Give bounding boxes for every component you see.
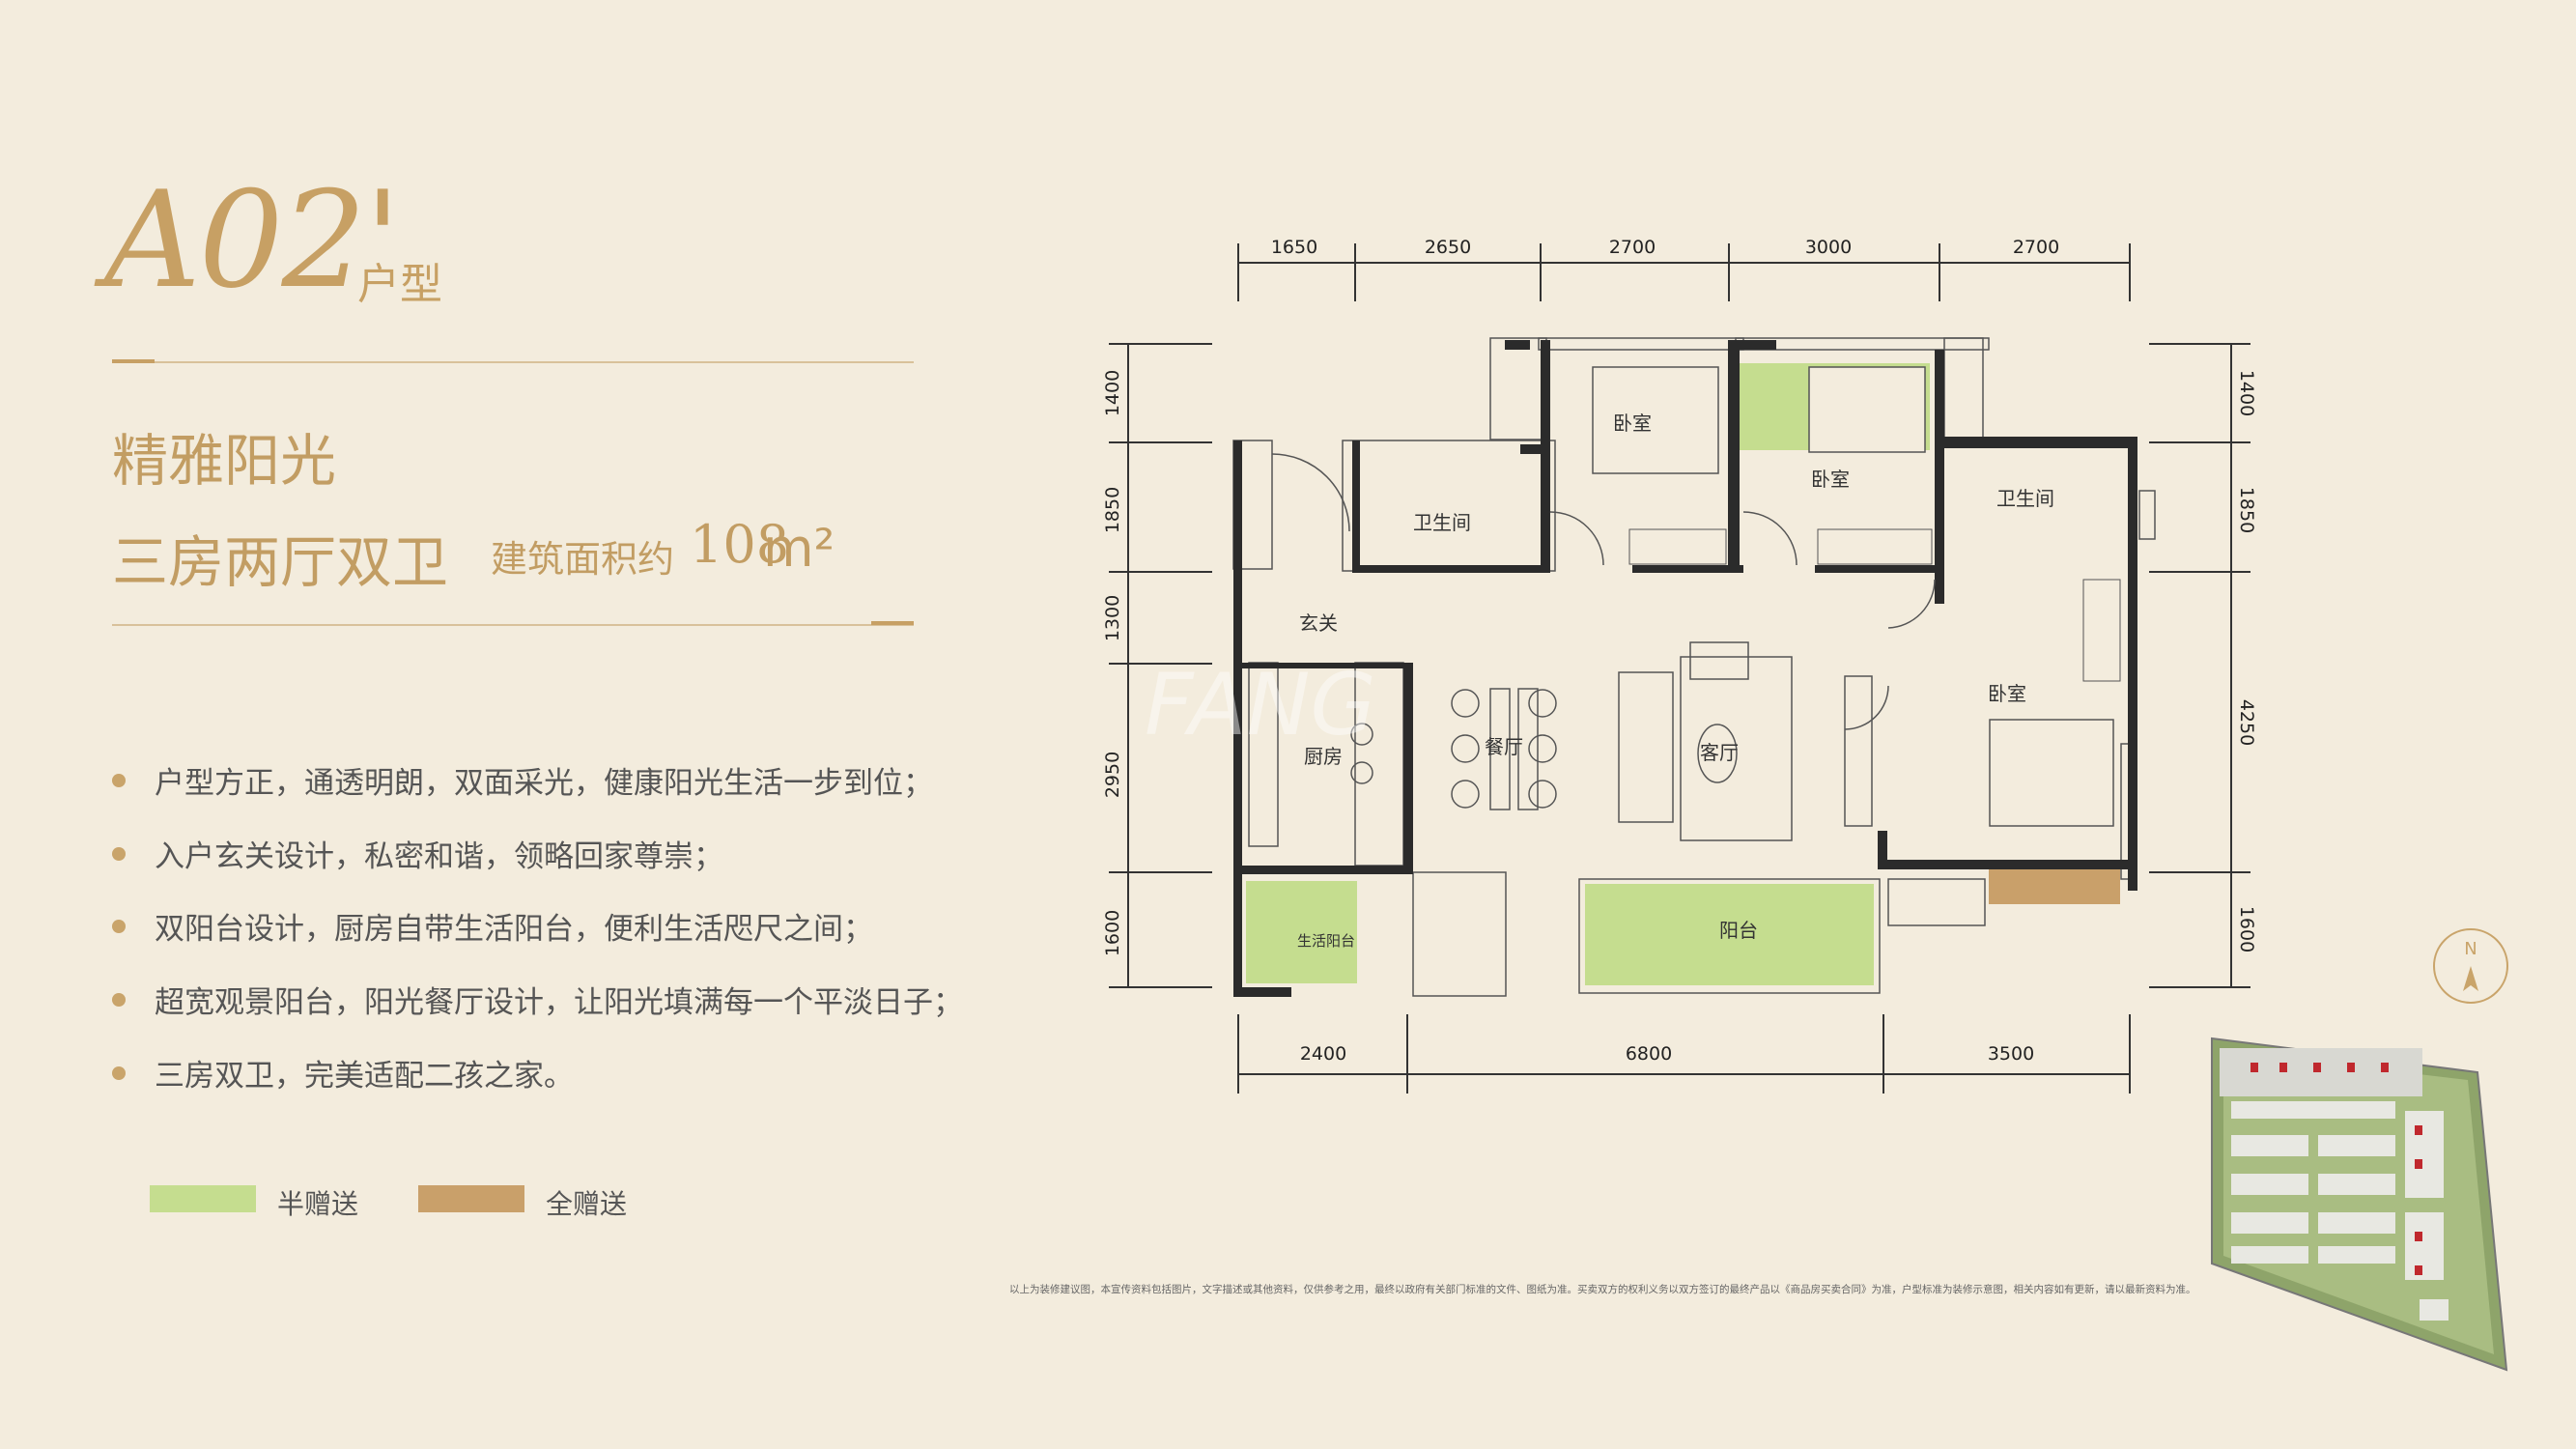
doors	[1271, 453, 1936, 730]
dim-top-2: 2650	[1425, 237, 1471, 258]
model-suffix: 户型	[357, 260, 442, 309]
wardrobes	[1628, 528, 2121, 682]
gift-area-full	[1989, 866, 2120, 904]
feature-item: 户型方正，通透明朗，双面采光，健康阳光生活一步到位；	[112, 758, 933, 802]
slogan: 精雅阳光	[112, 428, 337, 494]
room-dining: 餐厅	[1485, 735, 1523, 758]
room-living: 客厅	[1700, 741, 1739, 764]
room-foyer: 玄关	[1299, 611, 1338, 635]
divider-bottom	[112, 624, 914, 626]
room-utility-balcony: 生活阳台	[1297, 932, 1355, 950]
area-value: 108	[690, 514, 790, 575]
dim-left-1: 1400	[1102, 370, 1123, 416]
disclaimer: 以上为装修建议图，本宣传资料包括图片，文字描述或其他资料，仅供参考之用，最终以政…	[1009, 1284, 2196, 1295]
dim-left-5: 1600	[1102, 910, 1123, 956]
bullet-icon	[112, 773, 126, 787]
furniture	[1350, 641, 1793, 841]
feature-item: 入户玄关设计，私密和谐，领略回家尊崇；	[112, 832, 723, 875]
feature-item: 超宽观景阳台，阳光餐厅设计，让阳光填满每一个平淡日子；	[112, 978, 963, 1021]
dim-bottom-1: 2400	[1300, 1043, 1346, 1065]
bullet-icon	[112, 919, 126, 933]
feature-text: 双阳台设计，厨房自带生活阳台，便利生活咫尺之间；	[155, 912, 873, 947]
room-kitchen: 厨房	[1304, 745, 1343, 768]
room-balcony: 阳台	[1719, 919, 1758, 942]
site-plan-thumbnail	[2211, 1037, 2508, 1372]
compass-icon: N	[2433, 928, 2508, 1004]
dim-left-2: 1850	[1102, 487, 1123, 533]
compass-label: N	[2464, 939, 2477, 959]
gift-area-utility	[1246, 881, 1357, 983]
area-label: 建筑面积约	[491, 538, 675, 581]
area-unit: m²	[763, 518, 835, 579]
bullet-icon	[112, 992, 126, 1007]
bullet-icon	[112, 846, 126, 861]
feature-text: 入户玄关设计，私密和谐，领略回家尊崇；	[155, 839, 723, 874]
dim-left-4: 2950	[1102, 752, 1123, 798]
legend-swatch-half-gift	[150, 1185, 256, 1212]
legend-label-half-gift: 半赠送	[277, 1188, 359, 1220]
dim-top-5: 2700	[2013, 237, 2059, 258]
dimension-lines	[1109, 243, 2250, 1094]
gift-area-balcony	[1585, 884, 1874, 985]
feature-item: 三房双卫，完美适配二孩之家。	[112, 1051, 574, 1094]
room-bathroom-1: 卫生间	[1413, 511, 1471, 534]
dim-right-2: 1850	[2236, 487, 2257, 533]
dim-right-3: 4250	[2236, 699, 2257, 746]
feature-text: 户型方正，通透明朗，双面采光，健康阳光生活一步到位；	[155, 766, 933, 801]
legend-swatch-full-gift	[418, 1185, 524, 1212]
legend-label-full-gift: 全赠送	[546, 1188, 628, 1220]
room-bedroom-2: 卧室	[1811, 468, 1850, 491]
bullet-icon	[112, 1065, 126, 1080]
room-bedroom-3: 卧室	[1988, 682, 2026, 705]
beds	[1592, 366, 2114, 827]
dim-top-3: 2700	[1609, 237, 1656, 258]
walls	[1233, 340, 2137, 997]
feature-item: 双阳台设计，厨房自带生活阳台，便利生活咫尺之间；	[112, 904, 873, 948]
dim-bottom-3: 3500	[1988, 1043, 2034, 1065]
divider-top-accent	[112, 359, 155, 363]
dim-right-1: 1400	[2236, 370, 2257, 416]
room-bedroom-1: 卧室	[1613, 412, 1652, 435]
feature-text: 三房双卫，完美适配二孩之家。	[155, 1059, 574, 1094]
dimension-labels: 1650 2650 2700 3000 2700 2400 6800 3500 …	[1102, 237, 2257, 1065]
dim-right-4: 1600	[2236, 906, 2257, 952]
model-code: A02'	[104, 162, 401, 318]
dim-top-4: 3000	[1805, 237, 1852, 258]
divider-top	[112, 361, 914, 363]
dim-bottom-2: 6800	[1626, 1043, 1672, 1065]
room-bathroom-2: 卫生间	[1996, 487, 2054, 510]
feature-text: 超宽观景阳台，阳光餐厅设计，让阳光填满每一个平淡日子；	[155, 985, 963, 1020]
dim-left-3: 1300	[1102, 595, 1123, 641]
watermark: FANG	[1145, 655, 1376, 754]
dim-top-1: 1650	[1271, 237, 1317, 258]
layout-title: 三房两厅双卫	[112, 529, 449, 595]
divider-bottom-accent	[871, 621, 914, 625]
room-labels: 卧室 卧室 卧室 卫生间 卫生间 玄关 厨房 餐厅 客厅 阳台 生活阳台	[1297, 412, 2054, 950]
